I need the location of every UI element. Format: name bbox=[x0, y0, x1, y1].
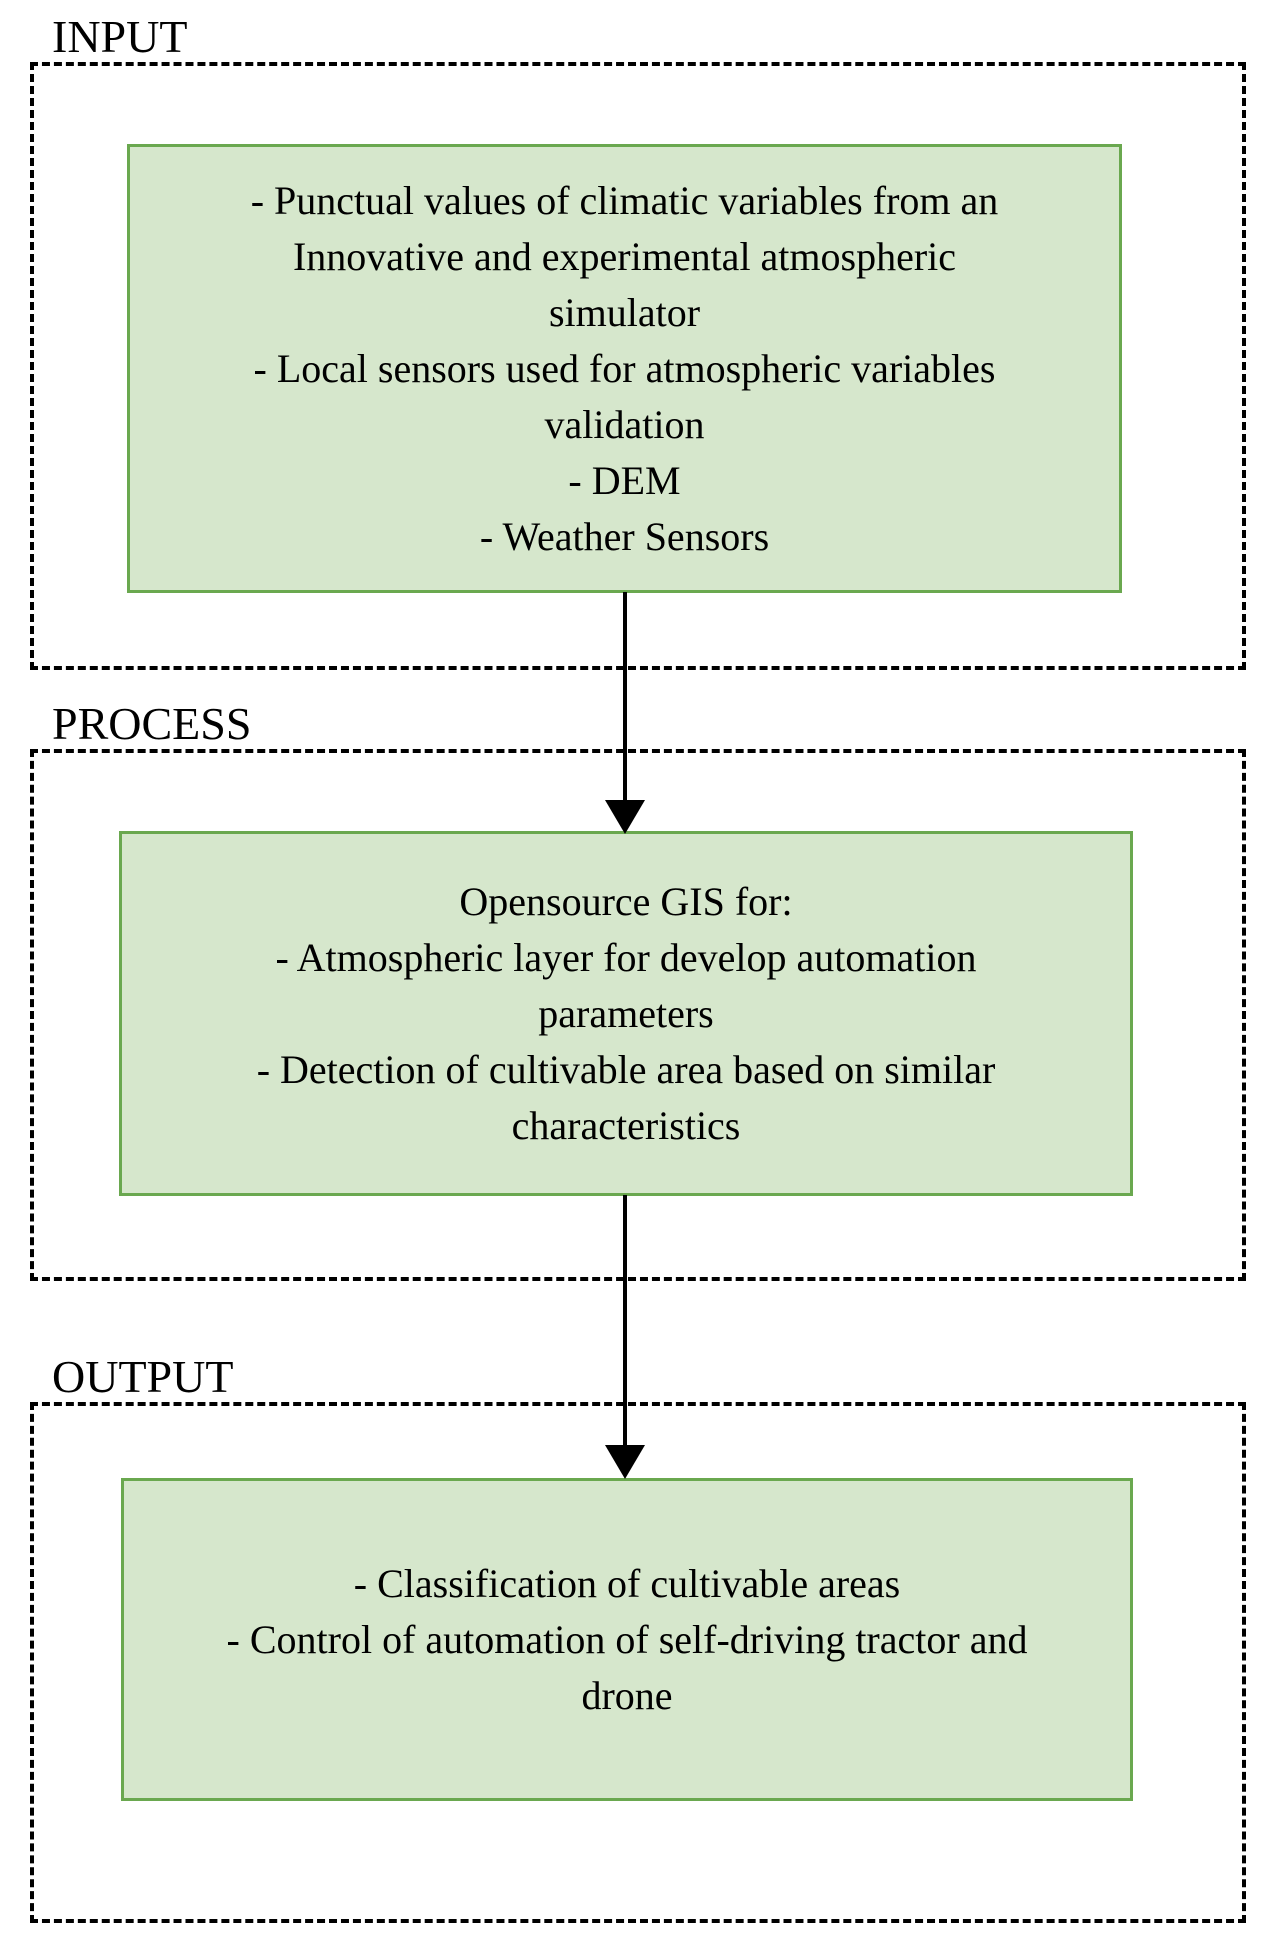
arrow-shaft bbox=[623, 592, 627, 804]
flow-arrow-input-to-process bbox=[605, 592, 645, 834]
input-box-line: - DEM bbox=[568, 457, 681, 503]
output-box-line: - Classification of cultivable areas bbox=[353, 1560, 901, 1606]
input-box-line: validation bbox=[544, 401, 705, 447]
input-box-line: - Local sensors used for atmospheric var… bbox=[253, 345, 996, 391]
input-box-line: simulator bbox=[548, 289, 701, 335]
arrow-shaft bbox=[623, 1195, 627, 1449]
process-box-line: Opensource GIS for: bbox=[459, 878, 793, 924]
process-section-container bbox=[30, 749, 1246, 1281]
output-box-line: - Control of automation of self-driving … bbox=[226, 1616, 1028, 1662]
input-box-line: - Punctual values of climatic variables … bbox=[250, 177, 999, 223]
process-box-line: characteristics bbox=[511, 1102, 741, 1148]
arrowhead-down-icon bbox=[605, 800, 645, 834]
section-label-process: PROCESS bbox=[52, 698, 252, 749]
process-box-line: - Atmospheric layer for develop automati… bbox=[275, 934, 977, 980]
output-box-line: drone bbox=[581, 1672, 673, 1718]
section-label-input: INPUT bbox=[52, 11, 188, 62]
output-box: - Classification of cultivable areas - C… bbox=[121, 1478, 1133, 1801]
input-box-line: - Weather Sensors bbox=[479, 513, 770, 559]
process-box-line: - Detection of cultivable area based on … bbox=[256, 1046, 996, 1092]
arrowhead-down-icon bbox=[605, 1445, 645, 1479]
input-box: - Punctual values of climatic variables … bbox=[127, 144, 1122, 593]
input-section-container bbox=[30, 62, 1246, 670]
output-section-container bbox=[30, 1402, 1246, 1923]
process-box-line: parameters bbox=[538, 990, 714, 1036]
input-box-line: Innovative and experimental atmospheric bbox=[292, 233, 957, 279]
flow-arrow-process-to-output bbox=[605, 1195, 645, 1479]
section-label-output: OUTPUT bbox=[52, 1351, 234, 1402]
process-box: Opensource GIS for: - Atmospheric layer … bbox=[119, 831, 1133, 1196]
